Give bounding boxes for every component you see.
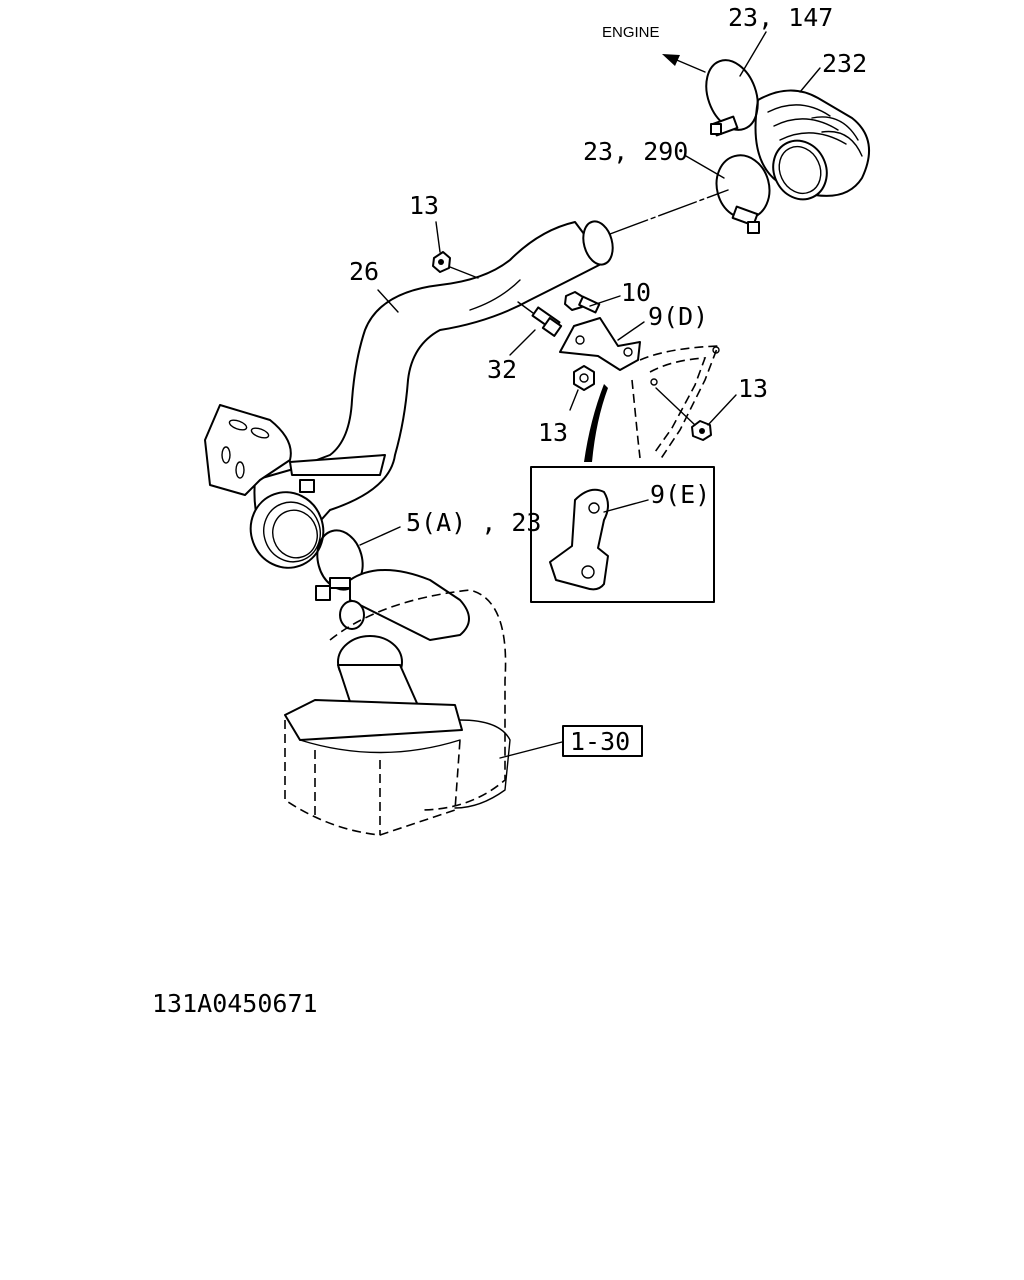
air-cleaner-1-30 [284,569,643,836]
label-ref-1-30: 1-30 [570,727,630,756]
hose-232 [754,89,870,201]
label-bolt-10: 10 [621,278,651,307]
clamp-23-147 [705,59,759,137]
detail-pointer [584,384,608,462]
drawing-number: 131A0450671 [152,989,318,1018]
label-hose-232: 232 [822,49,867,78]
stud-32 [517,301,563,337]
label-stud-32: 32 [487,355,517,384]
label-clamp-23-147: 23, 147 [728,3,833,32]
ref-box-1-30 [562,725,643,757]
frame-panel [631,345,720,461]
label-clamp-23-290: 23, 290 [583,137,688,166]
label-pipe-26: 26 [349,257,379,286]
nut-13-right [655,387,712,441]
leader-lines [359,31,821,546]
bolt-10 [564,291,601,314]
clamp-23-290 [715,154,771,234]
label-nut-13-right: 13 [738,374,768,403]
bracket-9d [559,317,641,371]
label-nut-13-top: 13 [409,191,439,220]
air-pipe-26 [204,220,614,569]
label-bracket-9d: 9(D) [648,302,708,331]
label-clamp-5a-23: 5(A) , 23 [406,508,541,537]
label-engine: ENGINE [602,24,660,41]
detail-box-9e [530,466,715,603]
nut-13-lower [573,365,595,391]
nut-13-top [432,251,479,279]
label-nut-13-lower: 13 [538,418,568,447]
label-bracket-9e: 9(E) [650,480,710,509]
clamp-5a-23 [315,529,364,601]
engine-direction-arrow [662,54,706,73]
